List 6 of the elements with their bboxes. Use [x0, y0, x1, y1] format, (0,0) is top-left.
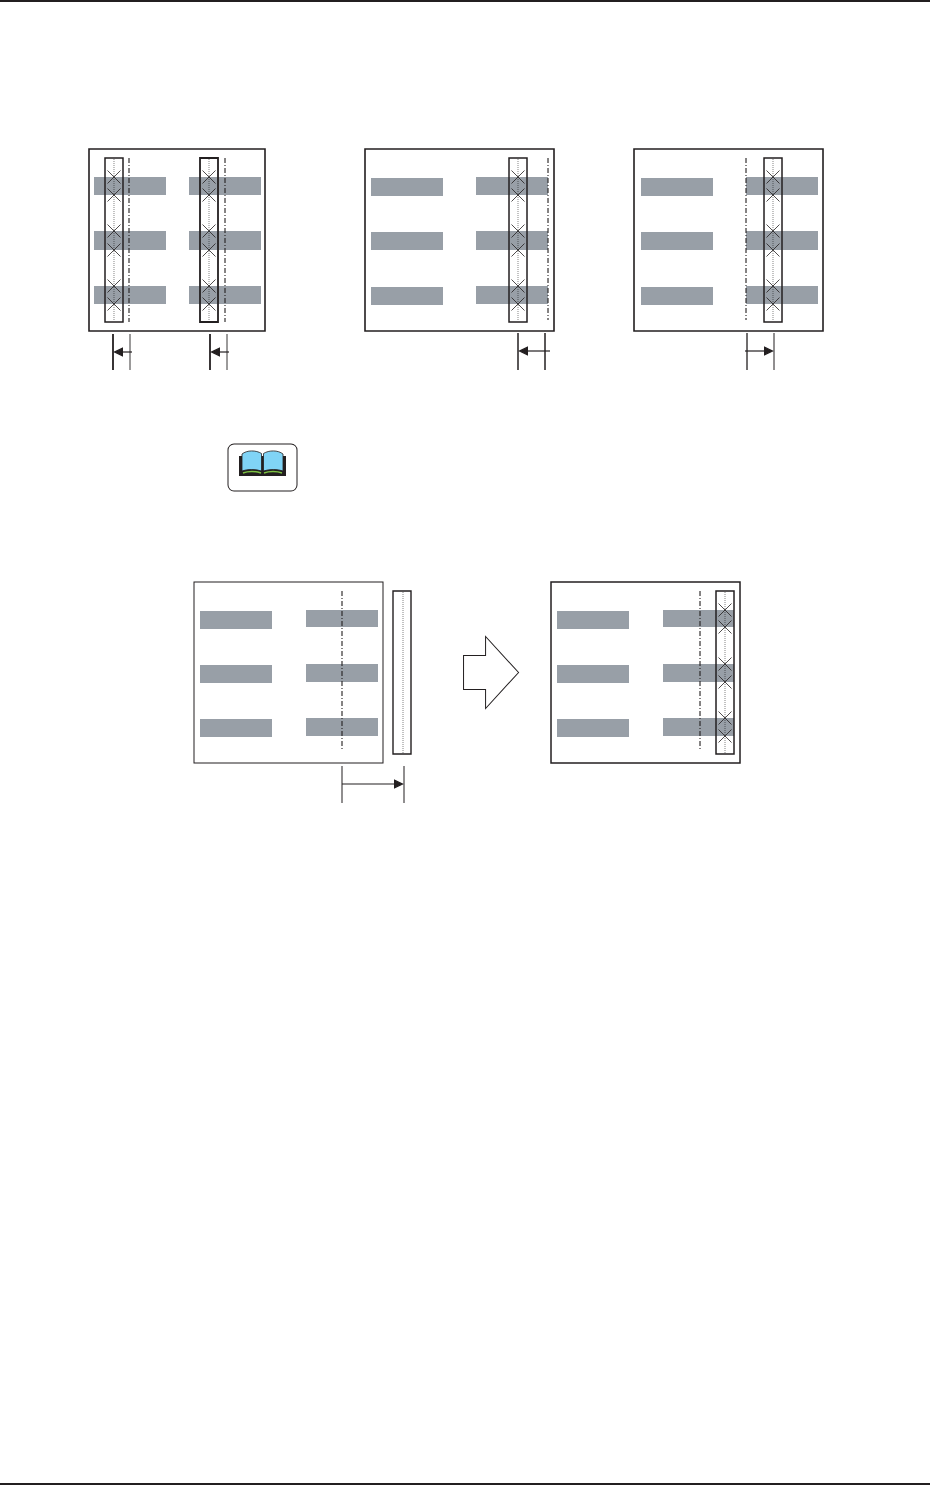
sheet-illustration: [88, 148, 266, 332]
sheet-illustration: [550, 581, 741, 764]
block-arrow: [463, 636, 520, 709]
sheet-illustration: [364, 148, 555, 332]
sheet-illustration: [633, 148, 824, 332]
sheet-illustration: [193, 581, 384, 764]
